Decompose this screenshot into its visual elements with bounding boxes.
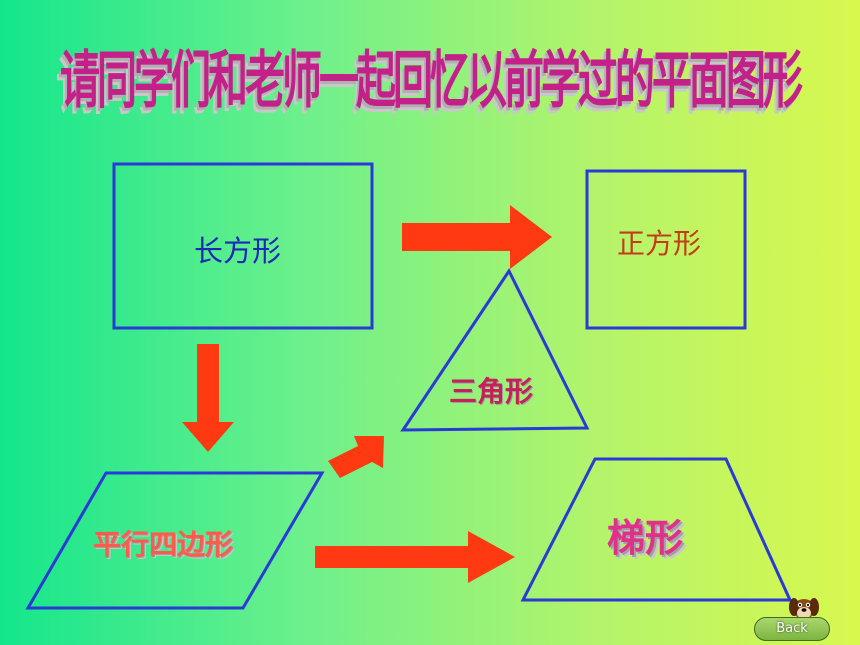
arrow-rectangle-to-square bbox=[402, 205, 552, 269]
parallelogram-label: 平行四边形 bbox=[93, 528, 234, 561]
page-title: 请同学们和老师一起回忆以前学过的平面图形 bbox=[60, 45, 803, 117]
trapezoid-shape bbox=[520, 457, 793, 602]
square-label: 正方形 bbox=[617, 227, 702, 260]
dog-icon bbox=[789, 598, 819, 619]
triangle-shape bbox=[400, 268, 590, 432]
parallelogram-shape bbox=[25, 471, 325, 610]
square-shape bbox=[585, 169, 747, 330]
rectangle-label: 长方形 bbox=[194, 234, 282, 268]
arrow-parallelogram-to-trapezoid bbox=[315, 531, 515, 583]
trapezoid-label: 梯形 bbox=[607, 516, 684, 560]
rectangle-shape bbox=[112, 162, 374, 330]
arrow-rectangle-to-parallelogram bbox=[182, 344, 234, 452]
triangle-label: 三角形 bbox=[449, 375, 534, 408]
arrow-parallelogram-to-triangle bbox=[328, 436, 384, 478]
back-button[interactable]: Back bbox=[754, 617, 830, 641]
